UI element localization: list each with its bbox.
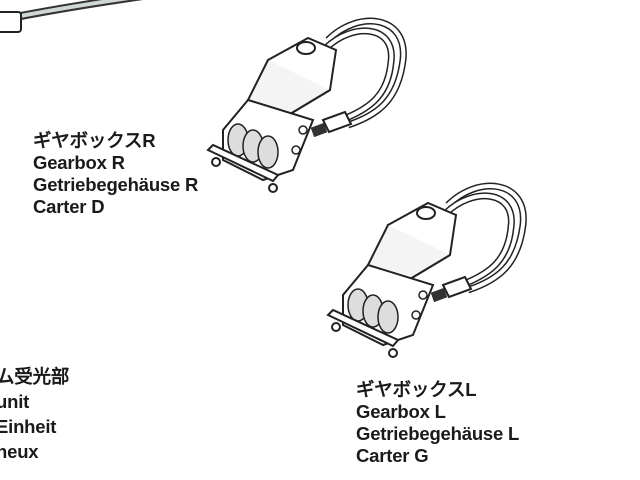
receiver-unit-label: ム受光部 unit Einheit neux [0, 364, 69, 464]
gearbox-r-label: ギヤボックスR Gearbox R Getriebegehäuse R Cart… [33, 130, 198, 218]
gearbox-l-drawing [328, 186, 523, 357]
gearbox-r-en: Gearbox R [33, 152, 125, 173]
gearbox-r-fr: Carter D [33, 196, 105, 217]
receiver-unit-fr: neux [0, 441, 39, 462]
gearbox-l-label: ギヤボックスL Gearbox L Getriebegehäuse L Cart… [356, 379, 519, 467]
gearbox-l-en: Gearbox L [356, 401, 446, 422]
gearbox-l-de: Getriebegehäuse L [356, 423, 520, 444]
gearbox-l-fr: Carter G [356, 445, 429, 466]
gearbox-r-drawing [208, 21, 403, 192]
receiver-unit-jp: ム受光部 [0, 366, 70, 387]
gearbox-l-jp: ギヤボックスL [356, 379, 477, 400]
receiver-unit-de: Einheit [0, 416, 57, 437]
wire-fragment [0, 0, 144, 33]
gearbox-r-jp: ギヤボックスR [33, 130, 156, 151]
receiver-unit-en: unit [0, 391, 30, 412]
gearbox-r-de: Getriebegehäuse R [33, 174, 199, 195]
